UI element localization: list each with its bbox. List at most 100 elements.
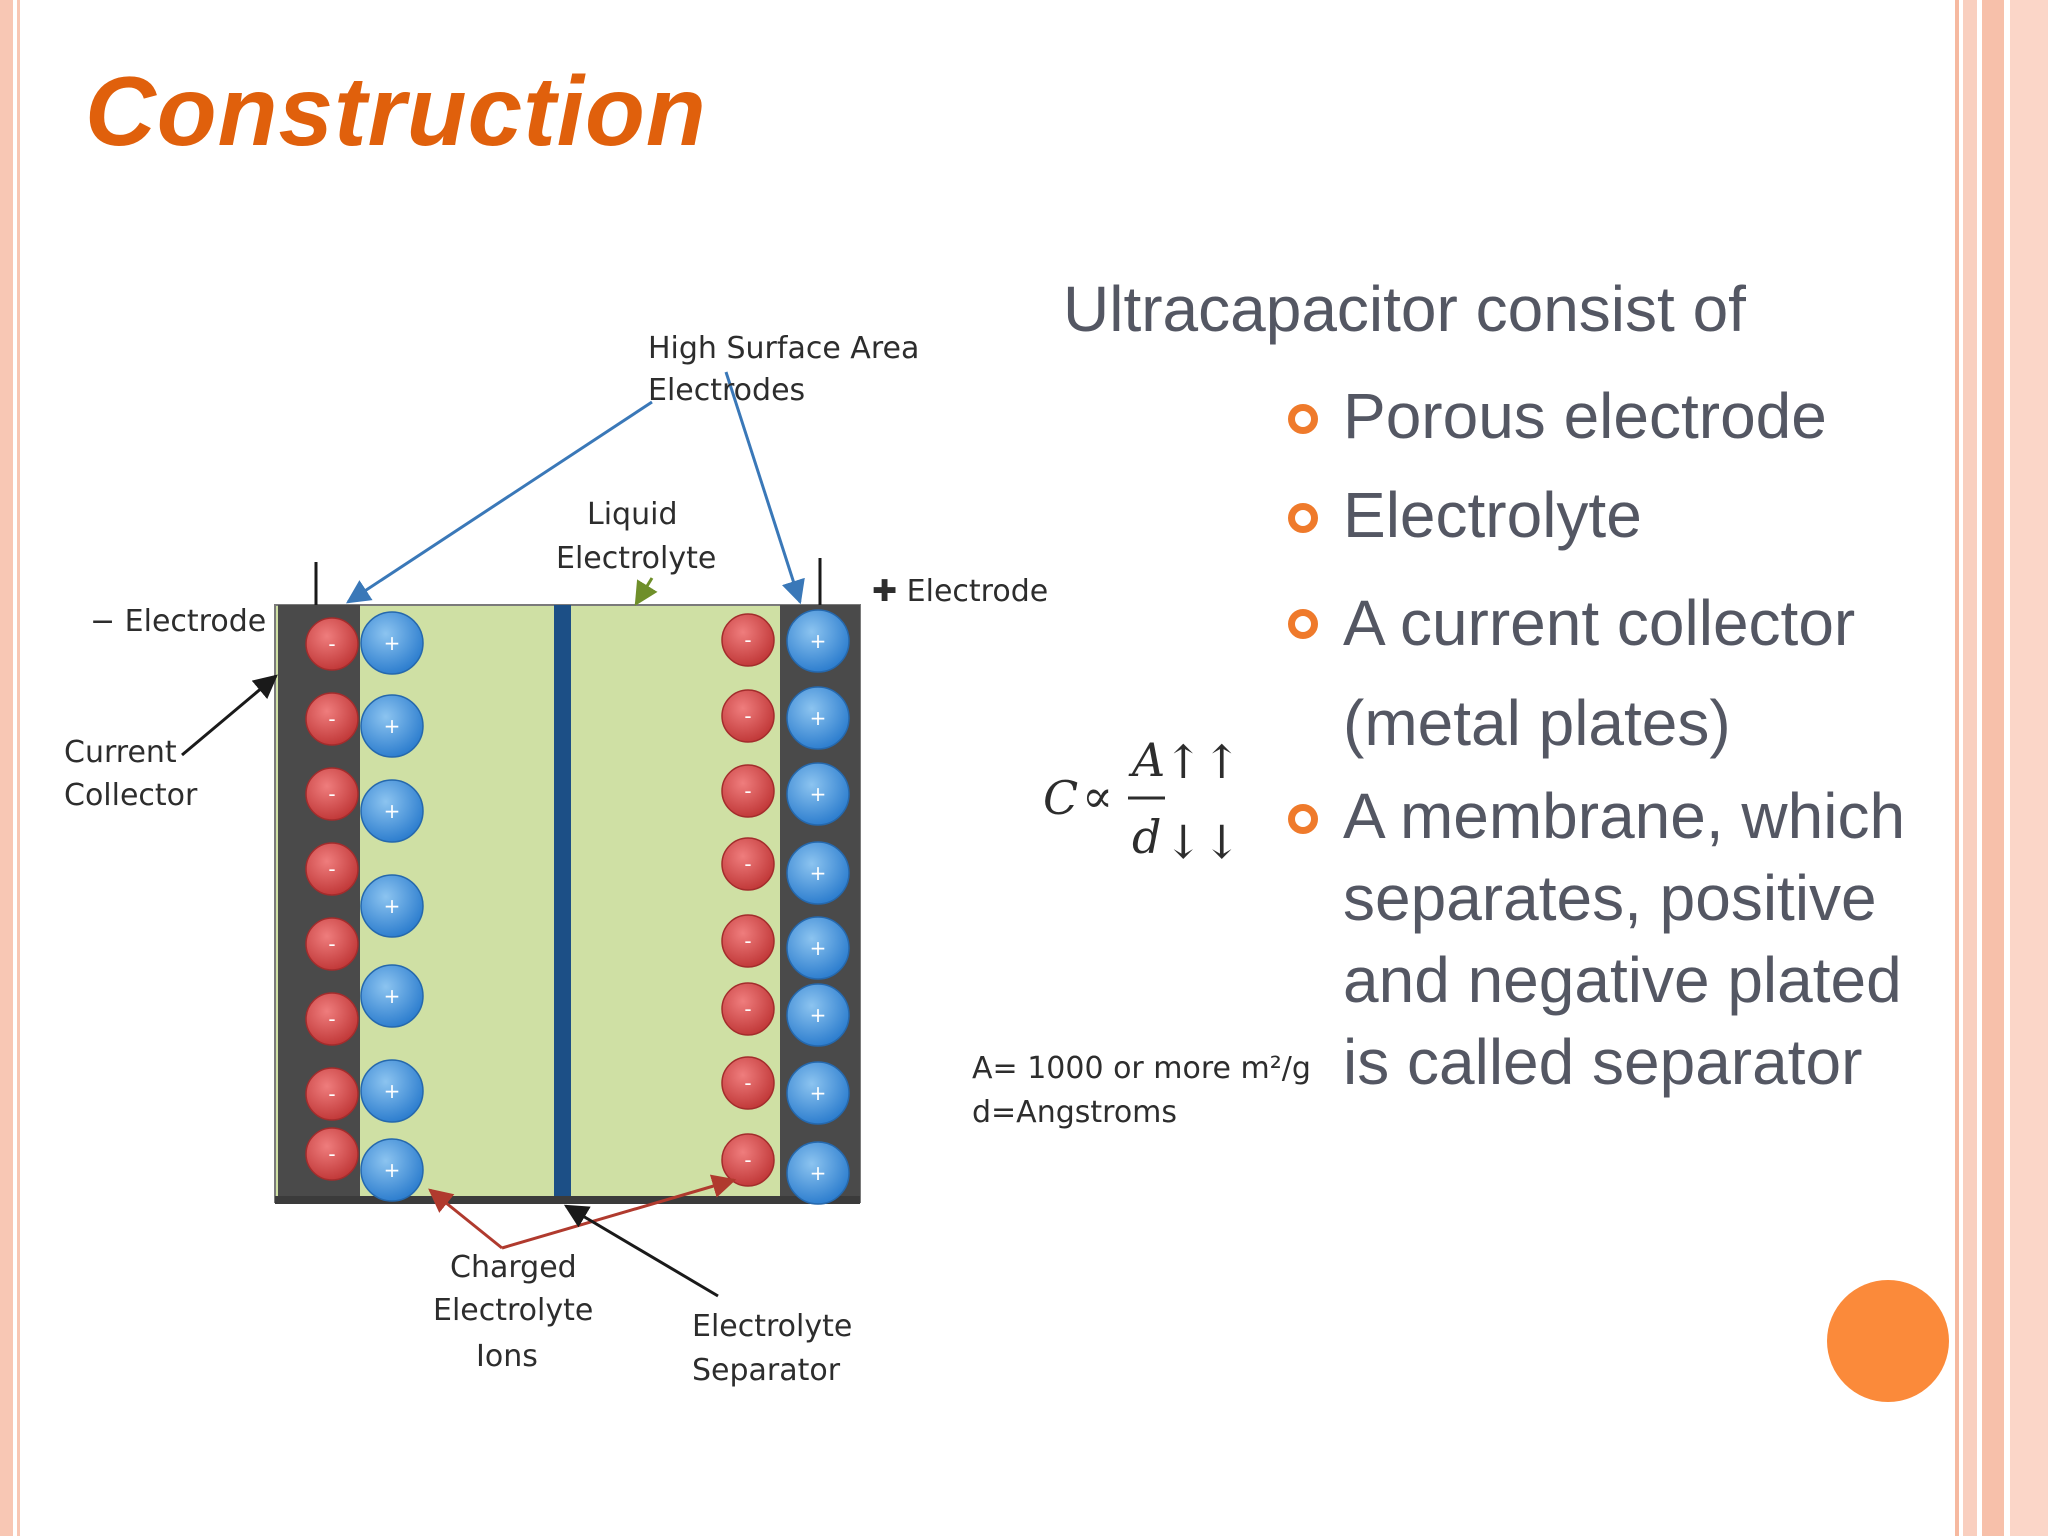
label-high-surface-area: High Surface Area (648, 331, 919, 366)
negative-ion-sign: - (744, 1071, 751, 1095)
intro-text: Ultracapacitor consist of (1063, 273, 1746, 345)
arrow-to-right-electrode (724, 371, 805, 605)
arrow-to-electrolyte (634, 577, 658, 607)
negative-ion-sign: - (328, 707, 335, 731)
negative-ion (721, 689, 775, 743)
positive-ion (786, 1141, 850, 1205)
positive-ion (786, 609, 850, 673)
positive-ion-sign: + (384, 1079, 401, 1103)
negative-ion-sign: - (328, 1142, 335, 1166)
label-liquid-electrolyte: Electrolyte (556, 541, 716, 576)
arrow-to-left-ions (428, 1188, 503, 1250)
slide-border-left-inner (17, 0, 20, 1536)
negative-ion (305, 692, 359, 746)
positive-ion (360, 611, 424, 675)
bullet-list: Porous electrode Electrolyte A current c… (1283, 375, 1963, 1120)
positive-ion (786, 841, 850, 905)
positive-ion-sign: + (810, 629, 827, 653)
positive-ion (786, 983, 850, 1047)
label-separator: Separator (692, 1353, 841, 1388)
positive-ion (786, 1061, 850, 1125)
bullet-item: Electrolyte (1283, 474, 1963, 556)
label-charged-electrolyte: Electrolyte (433, 1293, 593, 1328)
bullet-ring-icon (1288, 404, 1318, 434)
arrow-to-left-electrode (345, 400, 653, 604)
negative-ion-sign: - (744, 704, 751, 728)
negative-ion-sign: - (328, 932, 335, 956)
accent-circle (1827, 1280, 1949, 1402)
negative-ion (305, 917, 359, 971)
ion-group: --------+++++++--------++++++++ (305, 609, 850, 1205)
positive-ion-sign: + (810, 861, 827, 885)
label-ions: Ions (476, 1339, 538, 1374)
positive-ion (360, 964, 424, 1028)
positive-ion-sign: + (384, 631, 401, 655)
negative-ion (721, 1133, 775, 1187)
negative-ion (305, 1127, 359, 1181)
bullet-text: A membrane, which separates, positive an… (1343, 780, 1906, 1098)
label-current: Current (64, 735, 177, 770)
positive-ion-sign: + (384, 984, 401, 1008)
negative-ion-sign: - (328, 1007, 335, 1031)
positive-ion (786, 762, 850, 826)
positive-ion-sign: + (810, 1161, 827, 1185)
bullet-ring-icon (1288, 609, 1318, 639)
formula-numerator: A (1128, 733, 1165, 787)
negative-ion-sign: - (744, 779, 751, 803)
note-distance: d=Angstroms (972, 1095, 1177, 1130)
electrolyte-separator (554, 605, 571, 1202)
positive-ion-sign: + (384, 1158, 401, 1182)
cell-base (275, 1196, 860, 1204)
positive-ion (360, 874, 424, 938)
positive-ion (360, 779, 424, 843)
positive-ion-sign: + (810, 936, 827, 960)
formula-c: C (1043, 771, 1078, 825)
label-electrolyte: Electrolyte (692, 1309, 852, 1344)
bullet-item: Porous electrode (1283, 375, 1963, 457)
bullet-ring-icon (1288, 503, 1318, 533)
negative-ion-sign: - (328, 782, 335, 806)
positive-ion (786, 686, 850, 750)
positive-ion-sign: + (810, 706, 827, 730)
positive-ion-sign: + (384, 799, 401, 823)
arrow-to-separator (563, 1204, 719, 1298)
positive-ion (786, 916, 850, 980)
label-charged: Charged (450, 1250, 577, 1285)
negative-ion-sign: - (328, 1082, 335, 1106)
formula-denominator: d (1132, 810, 1161, 864)
positive-ion-sign: + (810, 1003, 827, 1027)
negative-ion (721, 982, 775, 1036)
positive-ion (360, 1138, 424, 1202)
formula-proportional: ∝ (1082, 769, 1113, 823)
negative-ion (721, 914, 775, 968)
formula-denominator-arrows: ↓↓ (1164, 815, 1241, 869)
slide-border-left (0, 0, 13, 1536)
negative-ion-sign: - (744, 997, 751, 1021)
negative-ion (721, 613, 775, 667)
negative-ion (305, 767, 359, 821)
positive-ion-sign: + (384, 714, 401, 738)
slide-border-right-4 (2010, 0, 2048, 1536)
bullet-ring-icon (1288, 804, 1318, 834)
note-area: A= 1000 or more m²/g (972, 1051, 1311, 1086)
negative-ion (305, 617, 359, 671)
positive-ion (360, 694, 424, 758)
negative-ion-sign: - (328, 632, 335, 656)
negative-ion-sign: - (744, 852, 751, 876)
negative-ion (305, 842, 359, 896)
negative-ion (305, 992, 359, 1046)
positive-ion (360, 1059, 424, 1123)
label-electrodes: Electrodes (648, 373, 805, 408)
positive-ion-sign: + (384, 894, 401, 918)
label-positive-electrode: ✚ Electrode (872, 574, 1048, 609)
bullet-text: Porous electrode (1343, 380, 1827, 452)
label-collector: Collector (64, 778, 198, 813)
negative-ion (721, 1056, 775, 1110)
slide-border-right-2 (1963, 0, 1977, 1536)
negative-ion (721, 837, 775, 891)
slide-border-right-1 (1955, 0, 1959, 1536)
bullet-item: A current collector (metal plates) (1283, 573, 1963, 773)
bullet-text: A current collector (metal plates) (1343, 587, 1856, 759)
arrow-to-right-ions (501, 1174, 737, 1250)
negative-ion-sign: - (744, 929, 751, 953)
